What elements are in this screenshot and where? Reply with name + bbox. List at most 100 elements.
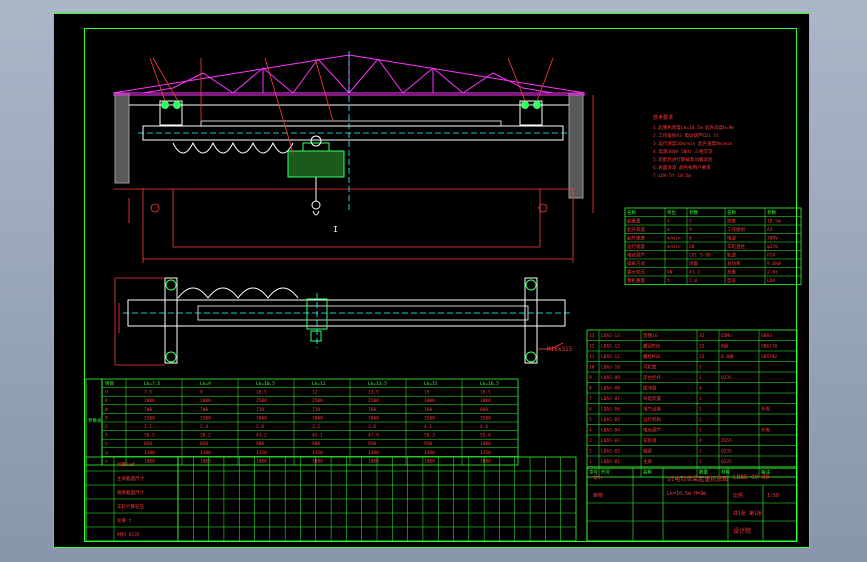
parts-cell: LDA5-03 — [601, 438, 620, 444]
parts-cell: 电气设备 — [643, 406, 661, 413]
param-cell: 3.6 — [368, 424, 376, 430]
parts-cell: 电动葫芦 — [643, 427, 661, 434]
parts-cell: 垫圈16 — [643, 332, 658, 339]
center-lines — [138, 51, 568, 213]
spec-cell: 运行速度 — [627, 243, 645, 250]
end-carriage-left — [159, 100, 183, 126]
param-cell: 1250 — [480, 450, 491, 456]
parts-cell: GB5782 — [761, 354, 778, 360]
spec-cell: A3 — [767, 227, 773, 233]
param-cell: 15 — [424, 390, 430, 396]
parts-cell: LDA5-10 — [601, 365, 620, 371]
girder-walkway — [200, 120, 502, 127]
param-cell: 3.2 — [312, 424, 320, 430]
param-cell: 50.3 — [424, 433, 435, 439]
parts-header-cell: 名称 — [643, 469, 652, 476]
param-cell: 1150 — [256, 450, 267, 456]
param-cell: 1100 — [144, 450, 155, 456]
spec-cell: 总重 — [727, 269, 736, 276]
param-cell: 3500 — [480, 415, 491, 421]
spec-cell: LDA — [767, 278, 775, 284]
param-cell: 47.9 — [368, 433, 379, 439]
spec-cell: 总功率 — [727, 260, 741, 267]
plan-dimensions — [114, 277, 564, 366]
param-cell: B — [105, 415, 108, 421]
parts-cell: 32 — [699, 344, 705, 350]
parts-cell: 司机室 — [643, 364, 657, 371]
parts-cell: LDA5-11 — [601, 354, 620, 360]
parts-cell: LDA5-12 — [601, 344, 620, 350]
parts-cell: LDA5-06 — [601, 407, 620, 413]
spec-header-cell: 参数 — [689, 209, 698, 216]
param-cell: 760 — [368, 407, 376, 413]
spec-cell: t — [667, 219, 670, 225]
spec-cell: 10.5m — [767, 219, 781, 225]
param-cell: G — [105, 424, 108, 430]
param-cell: 45.1 — [312, 433, 323, 439]
parts-cell: 导电装置 — [643, 395, 661, 402]
parts-cell: 12 — [589, 344, 595, 350]
param-cell: 3000 — [256, 415, 267, 421]
spec-cell: 电源 — [727, 235, 736, 242]
scale-value: 1:50 — [767, 493, 779, 499]
param-cell: 38.2 — [200, 433, 211, 439]
spec-cell: 20 — [689, 244, 695, 250]
parts-cell: 3 — [589, 438, 592, 444]
drawing-title: 5t电动单梁起重机总图 — [667, 475, 728, 483]
weight-label: 车轮计算轮压 — [117, 503, 144, 510]
left-wall — [114, 92, 130, 184]
parts-cell: 1 — [699, 428, 702, 434]
spec-cell: 最大轮压 — [627, 269, 645, 276]
technical-requirements: 技术要求 1.起重机跨度Lk=10.5m 起升高度H=9m2.工作级别A3 电动… — [653, 114, 734, 179]
checker-label: 审核 — [593, 492, 603, 499]
param-cell: 4.1 — [424, 424, 432, 430]
param-cell: 2.8 — [256, 424, 264, 430]
param-cell: 2500 — [200, 415, 211, 421]
param-cell: 3000 — [312, 415, 323, 421]
parts-cell: LDA5-04 — [601, 428, 620, 434]
param-cell: 2.1 — [144, 424, 152, 430]
spec-cell: 2.8 — [689, 278, 697, 284]
param-side-label: 参数表 — [88, 417, 102, 424]
param-cell: 1200 — [368, 450, 379, 456]
elevation-dimensions — [113, 57, 594, 263]
parts-cell: 4 — [699, 438, 702, 444]
param-cell: 800 — [480, 407, 488, 413]
param-cell: 2.4 — [200, 424, 208, 430]
param-cell: 43.2 — [256, 433, 267, 439]
param-cell: 7.5 — [144, 390, 152, 396]
param-cell: 1000 — [368, 458, 379, 464]
param-cell: h — [105, 441, 108, 447]
spec-cell: P24 — [767, 253, 775, 259]
param-cell: 850 — [200, 441, 208, 447]
spec-cell: t — [667, 278, 670, 284]
parts-cell: 65Mn — [721, 333, 732, 339]
parts-cell: 4 — [699, 386, 702, 392]
param-cell: 1000 — [480, 458, 491, 464]
spec-cell: 轨道 — [727, 252, 736, 259]
spec-header-cell: 名称 — [727, 209, 736, 216]
parts-cell: LDA5-13 — [601, 333, 620, 339]
spec-cell: 2.8t — [767, 270, 778, 276]
param-cell: q — [105, 451, 108, 456]
spec-cell: 操纵方式 — [627, 260, 645, 267]
spec-cell: m/min — [667, 236, 681, 242]
param-cell: 3000 — [424, 398, 435, 404]
elevation-view: I — [112, 51, 594, 263]
parts-cell: 5 — [589, 417, 592, 423]
param-cell: 2500 — [368, 398, 379, 404]
note-line: 5.装配后进行静载及动载试验 — [653, 156, 713, 163]
note-line: 1.起重机跨度Lk=10.5m 起升高度H=9m — [653, 124, 734, 131]
parts-cell: 7 — [589, 396, 592, 402]
parts-cell: 1 — [589, 459, 592, 465]
spec-header-cell: 单位 — [667, 209, 676, 216]
param-cell: 850 — [144, 441, 152, 447]
param-header-cell: Lk=9 — [200, 381, 211, 387]
parts-cell: 2 — [699, 417, 702, 423]
spec-cell: m/min — [667, 244, 681, 250]
param-header-cell: Lk=16.5 — [480, 381, 499, 387]
parts-cell: GB6170 — [761, 344, 778, 350]
param-cell: 4.6 — [480, 424, 488, 430]
parts-cell: 13 — [589, 333, 595, 339]
